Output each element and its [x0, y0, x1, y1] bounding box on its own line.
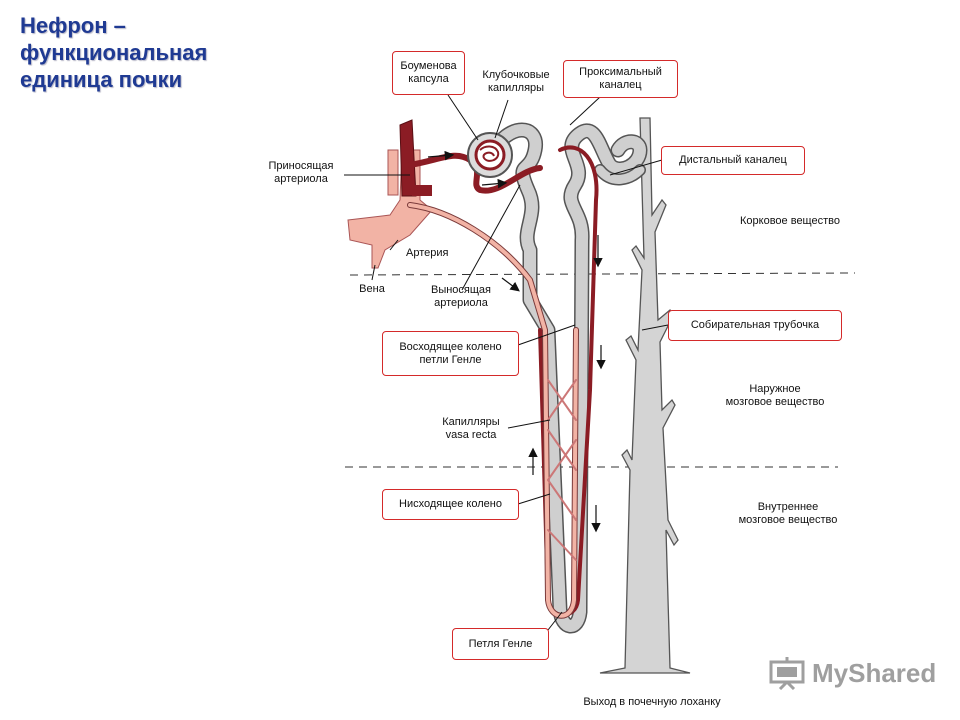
artery-vein-shapes — [347, 119, 433, 269]
distal-tubule-label: Дистальный каналец — [661, 146, 805, 175]
vasa-recta-line-2: vasa recta — [445, 429, 497, 441]
glomerulus-shape — [467, 132, 513, 178]
outlet-text: Выход в почечную лоханку — [583, 696, 721, 708]
slide-title: Нефрон – функциональная единица почки — [20, 12, 280, 93]
watermark-text: MyShared — [812, 657, 937, 688]
tubule-system — [482, 122, 648, 634]
glomerular-capillaries-line-2: капилляры — [487, 82, 545, 94]
outer-medulla-label: Наружное мозговое вещество — [705, 383, 845, 409]
glomerular-capillaries-line-1: Клубочковые — [482, 69, 550, 81]
inner-medulla-line-2: мозговое вещество — [738, 514, 838, 526]
collecting-duct-label: Собирательная трубочка — [668, 310, 842, 341]
artery-text: Артерия — [406, 247, 449, 259]
inner-medulla-line-1: Внутреннее — [757, 501, 819, 513]
afferent-arteriole-line-2: артериола — [274, 173, 328, 185]
collecting-duct-shape — [599, 117, 691, 674]
vasa-recta-dark — [407, 145, 599, 617]
proximal-tubule-line-2: каналец — [599, 79, 642, 91]
bowman-capsule-line-1: Боуменова — [400, 60, 457, 72]
distal-tubule-text: Дистальный каналец — [679, 154, 787, 166]
ascending-limb-line-2: петли Генле — [419, 353, 482, 366]
descending-limb-text: Нисходящее колено — [399, 498, 502, 510]
afferent-arteriole-label: Приносящая артериола — [258, 160, 344, 186]
outlet-label: Выход в почечную лоханку — [552, 696, 752, 709]
leader-lines — [344, 94, 669, 631]
myshared-watermark: MyShared — [768, 656, 936, 690]
efferent-arteriole-line-1: Выносящая — [430, 284, 492, 296]
henle-loop-text: Петля Генле — [468, 637, 533, 650]
presentation-board-icon — [769, 657, 805, 690]
vasa-recta-line-1: Капилляры — [442, 416, 500, 428]
afferent-arteriole-line-1: Приносящая — [268, 160, 334, 172]
ascending-limb-line-1: Восходящее колено — [399, 340, 502, 353]
vasa-recta-label: Капилляры vasa recta — [428, 416, 514, 442]
efferent-arteriole-line-2: артериола — [434, 297, 488, 309]
proximal-tubule-line-1: Проксимальный — [579, 66, 662, 78]
cortex-medulla-boundary — [349, 272, 856, 276]
outer-medulla-line-2: мозговое вещество — [725, 396, 825, 408]
collecting-duct-text: Собирательная трубочка — [690, 319, 820, 331]
glomerular-capillaries-label: Клубочковые капилляры — [471, 69, 561, 95]
proximal-tubule-label: Проксимальный каналец — [563, 60, 678, 98]
artery-label: Артерия — [406, 247, 466, 260]
inner-medulla-label: Внутреннее мозговое вещество — [718, 501, 858, 527]
title-line-1: Нефрон – — [20, 13, 126, 38]
vein-label: Вена — [352, 283, 392, 296]
ascending-limb-label: Восходящее колено петли Генле — [382, 331, 519, 376]
vasa-recta-light — [407, 202, 579, 619]
efferent-arteriole-label: Выносящая артериола — [418, 284, 504, 310]
cortex-label: Корковое вещество — [720, 215, 860, 228]
descending-limb-label: Нисходящее колено — [382, 489, 519, 520]
henle-loop-label: Петля Генле — [452, 628, 549, 660]
vein-text: Вена — [359, 283, 385, 295]
outer-medulla-line-1: Наружное — [749, 383, 801, 395]
title-line-2: функциональная — [20, 40, 208, 65]
bowman-capsule-line-2: капсула — [408, 73, 449, 85]
bowman-capsule-label: Боуменова капсула — [392, 51, 465, 95]
flow-arrows — [427, 150, 606, 533]
cortex-text: Корковое вещество — [740, 215, 840, 227]
title-line-3: единица почки — [20, 67, 183, 92]
